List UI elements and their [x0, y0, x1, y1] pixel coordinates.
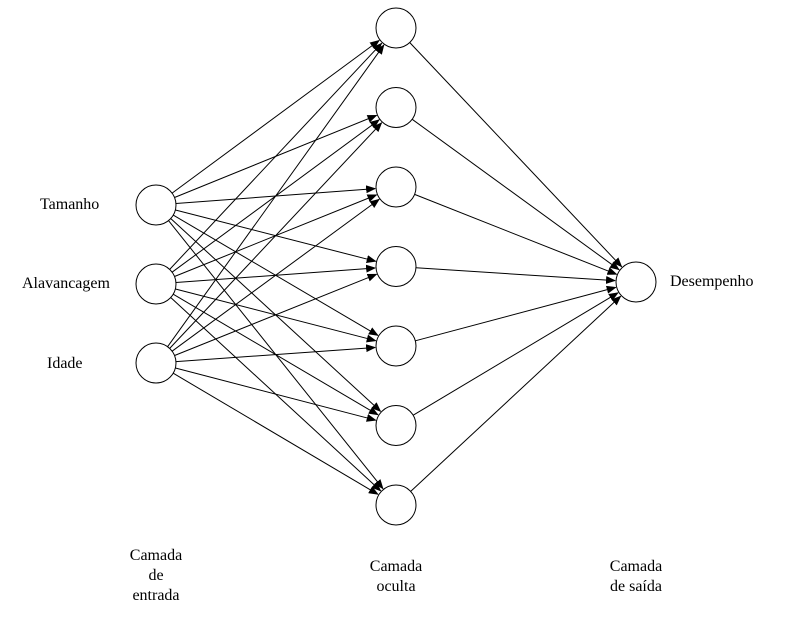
- edge-hidden4-output: [415, 267, 616, 285]
- input-layer-title-line1: Camada: [129, 547, 183, 564]
- input-layer-title-line2: de: [148, 567, 164, 584]
- output-layer-title: Camada de saída: [596, 557, 676, 597]
- input-node-3: [135, 342, 177, 384]
- input-label-alavancagem: Alavancagem: [22, 275, 110, 292]
- input-layer-title: Camada de entrada: [116, 546, 196, 606]
- edge-hidden1-output: [409, 42, 623, 268]
- edge-hidden5-output: [415, 285, 617, 342]
- edge-input3-hidden2: [169, 122, 383, 349]
- hidden-node-7: [375, 484, 417, 526]
- connections: [167, 39, 623, 495]
- hidden-node-1: [375, 7, 417, 49]
- hidden-node-6: [375, 405, 417, 446]
- hidden-node-5: [375, 325, 417, 367]
- edge-hidden2-output: [411, 118, 620, 271]
- input-label-tamanho: Tamanho: [40, 196, 100, 213]
- edge-hidden6-output: [412, 292, 619, 416]
- input-layer-title-line3: entrada: [132, 587, 180, 604]
- input-label-idade: Idade: [47, 355, 83, 372]
- output-node: [615, 261, 657, 303]
- edge-hidden7-output: [410, 295, 622, 492]
- hidden-layer-title-line2: oculta: [376, 578, 416, 595]
- hidden-node-4: [375, 246, 417, 287]
- edge-input3-hidden1: [167, 44, 385, 347]
- input-node-2: [135, 263, 177, 305]
- output-label-desempenho: Desempenho: [670, 273, 754, 290]
- hidden-layer-title: Camada oculta: [356, 557, 436, 597]
- edge-input3-hidden7: [172, 372, 379, 495]
- output-layer-title-line2: de saída: [610, 578, 662, 595]
- hidden-node-2: [375, 87, 417, 128]
- hidden-node-3: [375, 166, 417, 208]
- input-node-1: [135, 184, 177, 226]
- edge-hidden3-output: [414, 193, 618, 275]
- edge-input3-hidden3: [171, 198, 380, 352]
- output-layer-title-line1: Camada: [609, 558, 663, 575]
- nodes: [135, 7, 657, 526]
- edge-input3-hidden4: [174, 273, 378, 356]
- edge-input3-hidden6: [175, 367, 377, 422]
- edge-input2-hidden1: [169, 42, 383, 270]
- edge-input3-hidden5: [175, 344, 377, 363]
- hidden-layer-title-line1: Camada: [369, 558, 423, 575]
- edge-input1-hidden1: [171, 39, 380, 194]
